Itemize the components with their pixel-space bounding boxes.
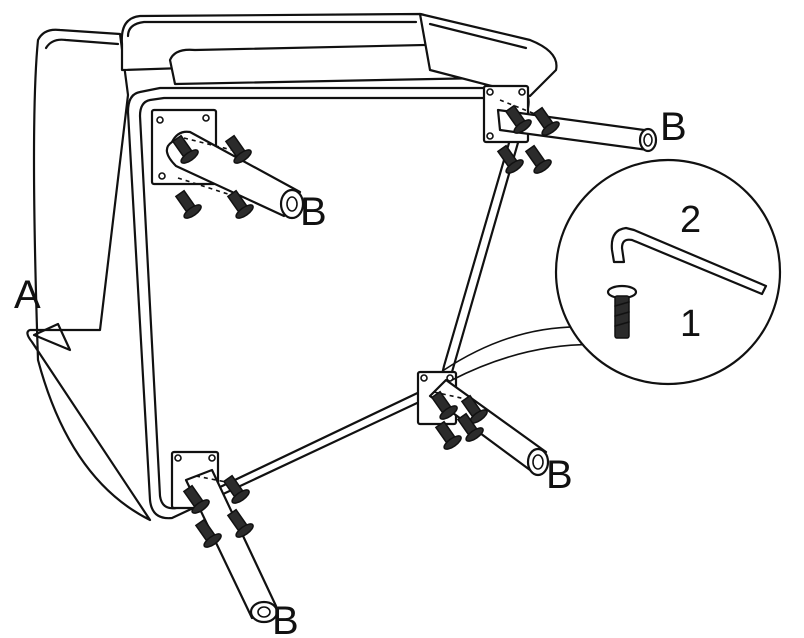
label-leg-top-left: B bbox=[300, 190, 327, 234]
label-part-a: A bbox=[14, 273, 41, 317]
leg-top-right bbox=[496, 108, 658, 153]
chair-body bbox=[26, 12, 558, 522]
label-leg-bottom-left: B bbox=[272, 599, 299, 638]
label-part-2: 2 bbox=[680, 199, 701, 241]
label-leg-top-right: B bbox=[660, 105, 687, 149]
leg-bottom-right bbox=[428, 378, 550, 477]
hardware-detail-circle bbox=[554, 158, 782, 386]
bolt-icon bbox=[606, 284, 638, 339]
label-part-1: 1 bbox=[680, 303, 701, 345]
leg-bottom-left bbox=[184, 468, 279, 624]
allen-key-icon bbox=[610, 226, 768, 296]
label-leg-bottom-right: B bbox=[546, 453, 573, 497]
leg-top-left bbox=[165, 130, 305, 220]
bolts bbox=[171, 104, 560, 548]
